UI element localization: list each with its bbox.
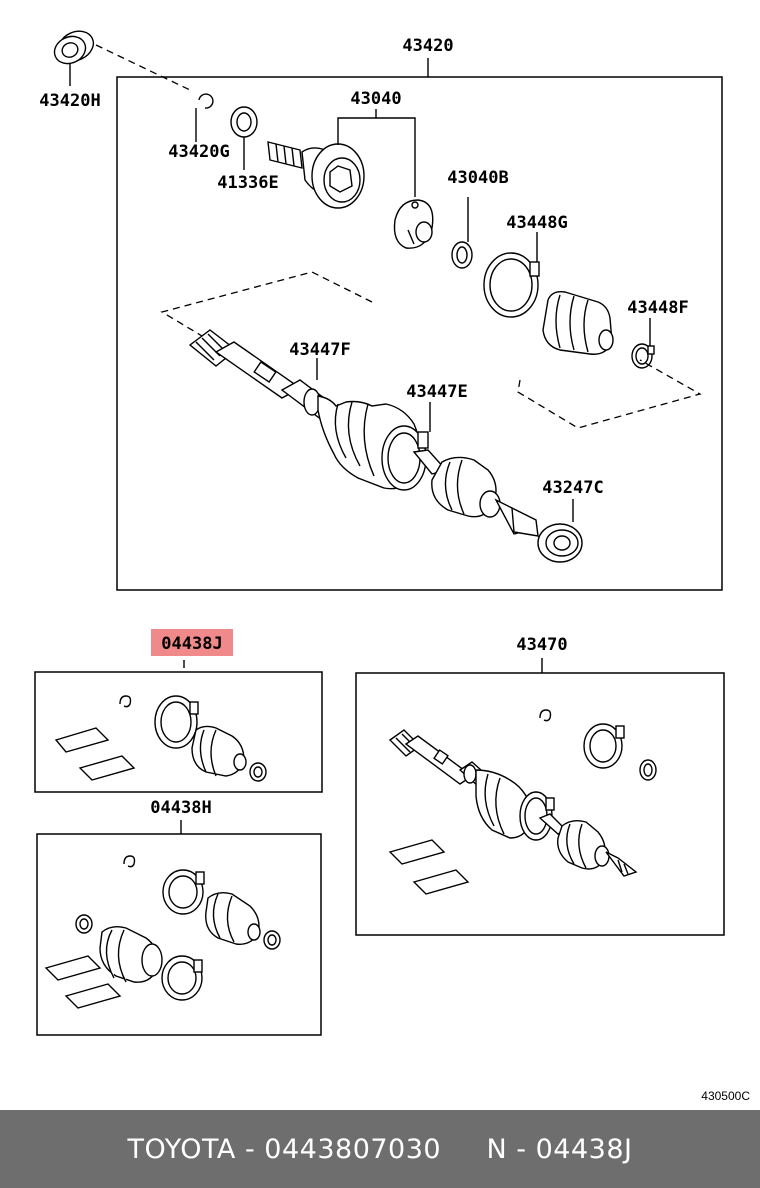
- label-43447E[interactable]: 43447E: [406, 382, 467, 402]
- label-43420[interactable]: 43420: [402, 36, 453, 56]
- oil-seal-left-icon[interactable]: [50, 26, 98, 69]
- boot-clamp-small-icon[interactable]: [631, 343, 655, 369]
- outer-shaft-icon[interactable]: [412, 449, 539, 537]
- label-43247C[interactable]: 43247C: [542, 478, 603, 498]
- joint-inner-race-icon[interactable]: [393, 199, 434, 249]
- kit-04438J-contents[interactable]: [54, 695, 267, 782]
- parts-diagram: 43420 43420H 43420G 41336E 43040: [34, 26, 750, 1103]
- assembly-43470-frame: [355, 672, 725, 936]
- dust-deflector-icon[interactable]: [230, 106, 258, 138]
- outboard-boot-icon[interactable]: [542, 290, 614, 355]
- highlight-04438J: [151, 629, 233, 656]
- oem-part-number: N - 04438J: [486, 1133, 633, 1165]
- kit-04438H-contents[interactable]: [44, 855, 281, 1009]
- oil-seal-right-icon[interactable]: [537, 523, 583, 563]
- boot-clamp-large-icon[interactable]: [483, 252, 540, 318]
- inboard-boot-icon[interactable]: [303, 388, 429, 491]
- circlip-icon[interactable]: [451, 241, 473, 269]
- assembly-43470-contents[interactable]: [388, 709, 657, 895]
- footer-spacer: [441, 1134, 486, 1165]
- kit-04438J-frame: [34, 671, 323, 793]
- diagram-code: 430500C: [701, 1089, 750, 1103]
- label-43447F[interactable]: 43447F: [289, 340, 350, 360]
- label-43040[interactable]: 43040: [350, 89, 401, 109]
- label-43040B[interactable]: 43040B: [447, 168, 508, 188]
- part-number-footer: TOYOTA - 0443807030 N - 04438J: [0, 1110, 760, 1188]
- brand-part-number: TOYOTA - 0443807030: [127, 1133, 442, 1165]
- assembly-43420-frame: [116, 76, 723, 591]
- label-43420G[interactable]: 43420G: [168, 142, 229, 162]
- label-43420H[interactable]: 43420H: [39, 91, 100, 111]
- label-43448F[interactable]: 43448F: [627, 298, 688, 318]
- snap-ring-icon[interactable]: [198, 93, 214, 109]
- kit-dashed-frame: [160, 271, 373, 343]
- label-04438J[interactable]: 04438J: [161, 634, 222, 654]
- outboard-joint-icon[interactable]: [267, 141, 365, 209]
- label-43470[interactable]: 43470: [516, 635, 567, 655]
- label-41336E[interactable]: 41336E: [217, 173, 278, 193]
- kit-04438H-frame: [36, 833, 322, 1036]
- label-43448G[interactable]: 43448G: [506, 213, 567, 233]
- label-04438H[interactable]: 04438H: [150, 798, 211, 818]
